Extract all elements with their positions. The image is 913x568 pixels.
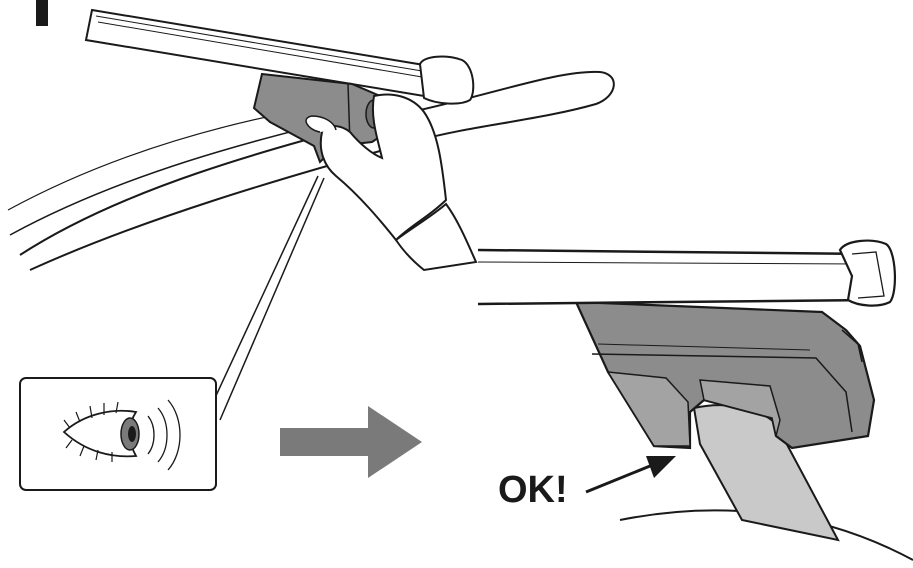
bar-end-cap-detail [838, 239, 897, 307]
arrow-pointer-icon [585, 456, 676, 494]
overview-illustration [7, 8, 615, 421]
eye-icon [62, 399, 181, 471]
ok-label: OK! [498, 469, 568, 511]
sleeve [394, 202, 478, 272]
detail-illustration [477, 239, 913, 561]
step-marker [36, 0, 48, 26]
bar-end-cap [418, 55, 475, 105]
hand [319, 93, 448, 242]
eye-callout [19, 377, 217, 491]
roof-bar-detail [477, 248, 874, 306]
roof-rail [19, 70, 615, 271]
arrow-right-icon [280, 406, 422, 478]
